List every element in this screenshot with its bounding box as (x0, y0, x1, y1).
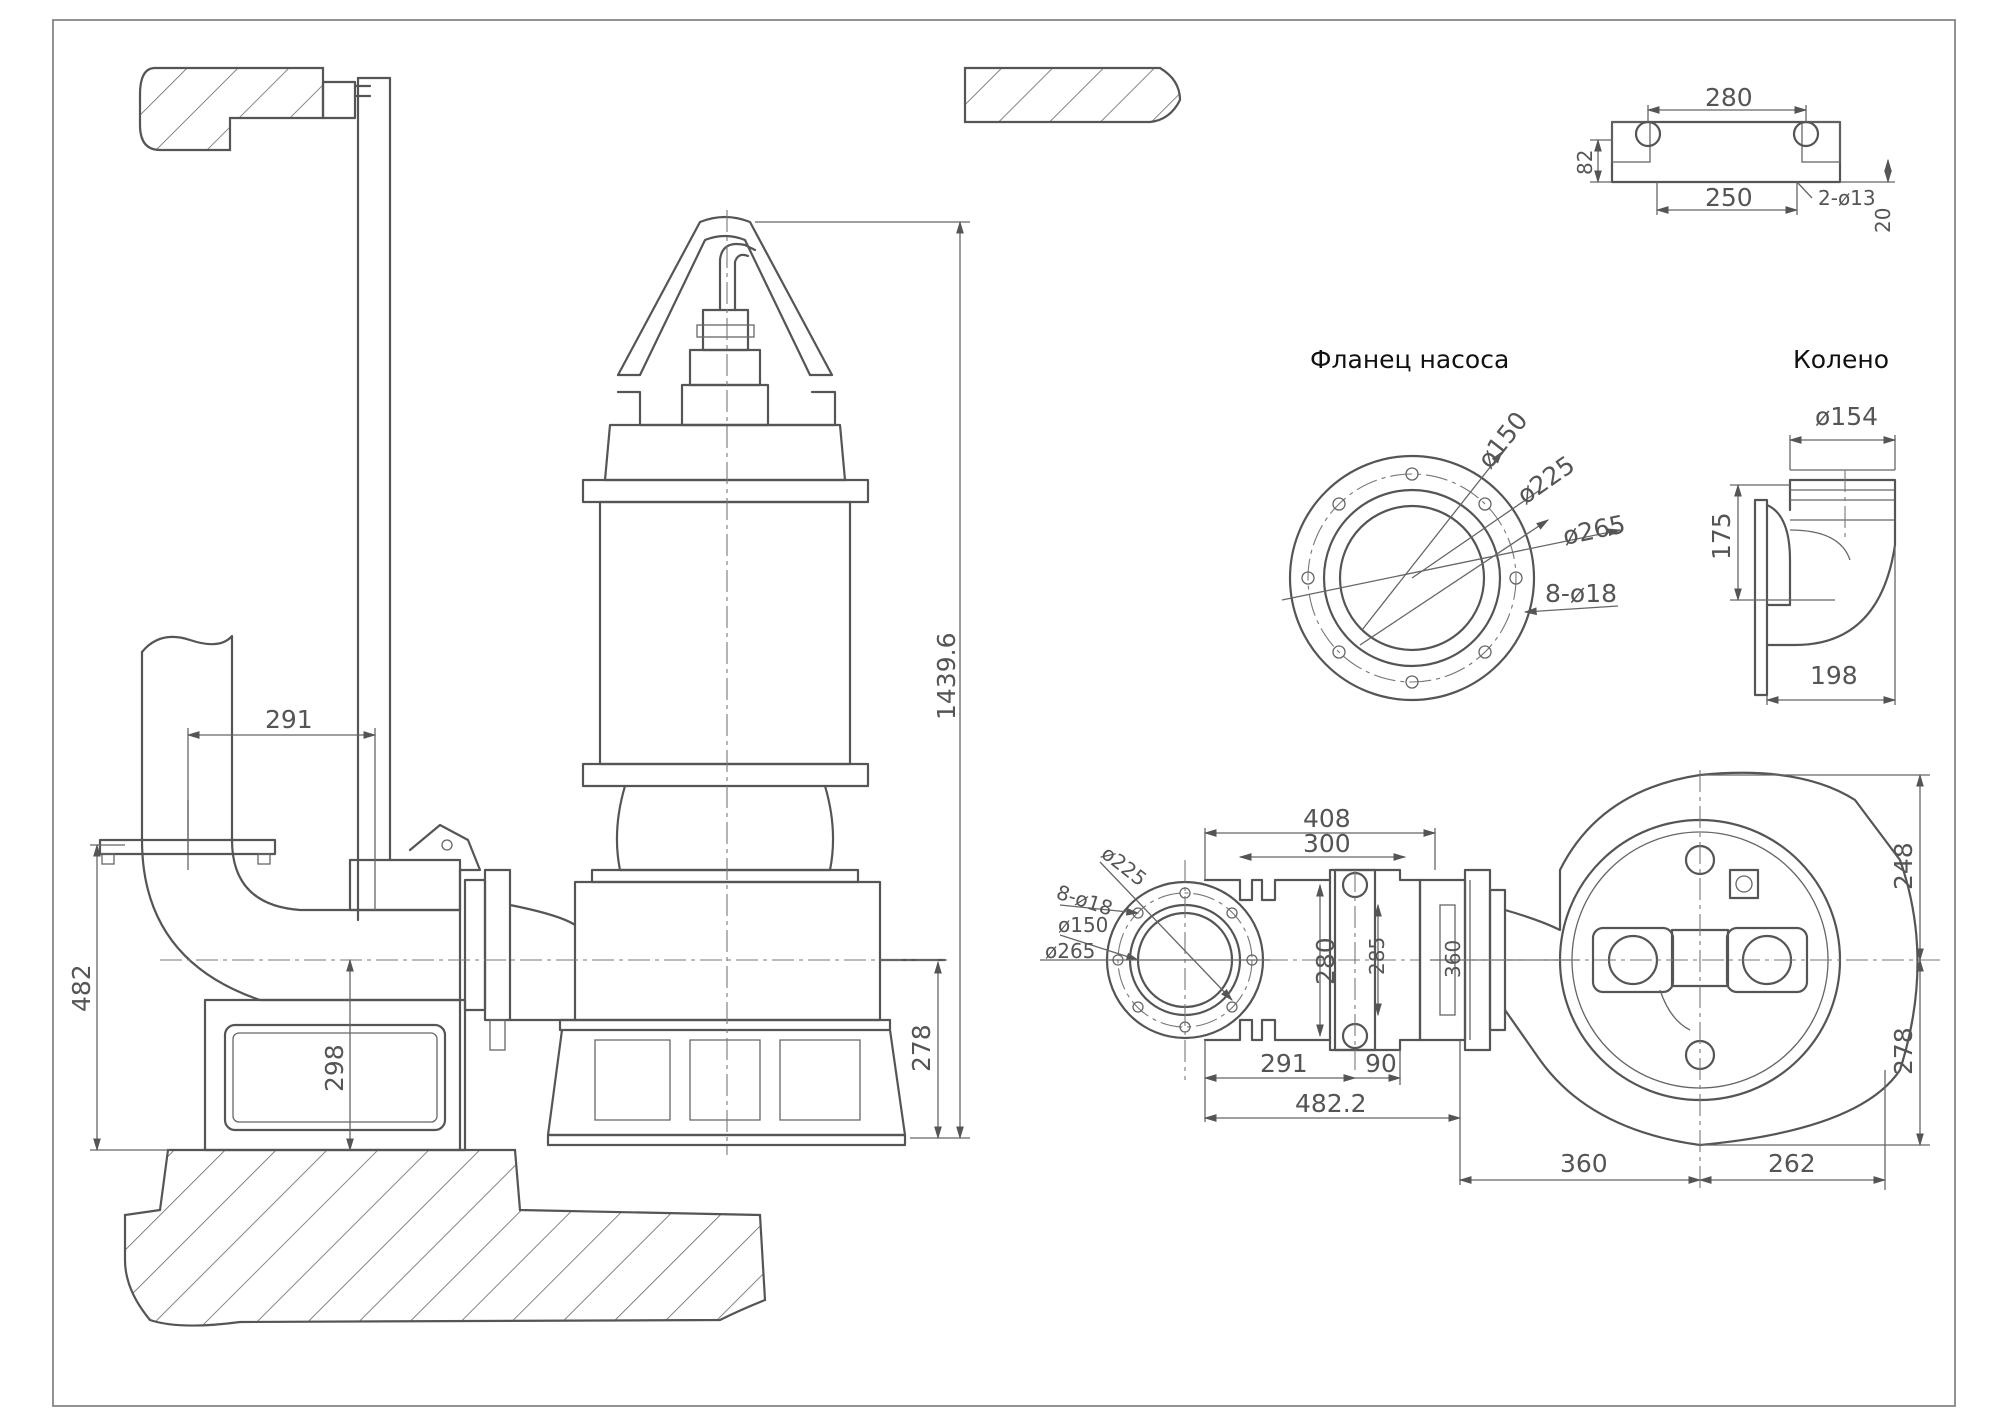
dim-bracket-holes-spacing: 250 (1705, 183, 1753, 212)
dim-plan-90: 90 (1365, 1049, 1397, 1078)
dim-plan-278: 278 (1889, 1027, 1918, 1075)
dim-bracket-height: 82 (1573, 150, 1597, 175)
title-elbow: Колено (1793, 345, 1889, 374)
dim-plan-360-v: 360 (1441, 940, 1465, 978)
dim-plan-d265: ø265 (1045, 939, 1095, 963)
wall-section-top-left (138, 66, 325, 152)
pump-body (160, 210, 950, 1155)
dim-plan-248: 248 (1889, 842, 1918, 890)
side-view (90, 66, 1182, 1327)
dim-plan-d150: ø150 (1058, 913, 1108, 937)
side-dimensions (90, 220, 970, 1152)
dim-plan-360: 360 (1560, 1149, 1608, 1178)
dim-pipe-offset: 291 (265, 705, 313, 734)
dim-elbow-w198: 198 (1810, 661, 1858, 690)
dim-flange-height: 482 (67, 964, 96, 1012)
wall-section-top-right (963, 66, 1182, 124)
pump-flange-view (1281, 450, 1622, 702)
dim-bracket-holes: 2-ø13 (1818, 186, 1876, 210)
title-pump-flange: Фланец насоса (1310, 345, 1509, 374)
floor-section (123, 1148, 767, 1327)
bracket-view (1590, 105, 1895, 215)
dim-elbow-h175: 175 (1707, 512, 1736, 560)
elbow-view (1730, 435, 1897, 705)
dim-plan-262: 262 (1768, 1149, 1816, 1178)
dim-plan-291: 291 (1260, 1049, 1308, 1078)
dim-total-height: 1439.6 (932, 633, 961, 720)
dim-bracket-thickness: 20 (1871, 208, 1895, 233)
dim-plan-300: 300 (1303, 829, 1351, 858)
dim-plan-d225: ø225 (1097, 841, 1152, 891)
dim-plan-280: 280 (1311, 937, 1340, 985)
dim-elbow-d154: ø154 (1815, 402, 1878, 431)
dim-flange-d225: ø225 (1512, 450, 1580, 510)
dim-plan-482-2: 482.2 (1295, 1089, 1367, 1118)
sheet-frame (52, 19, 1956, 1407)
dim-flange-d265: ø265 (1560, 509, 1628, 550)
plan-view (1040, 770, 1945, 1190)
dim-plan-285: 285 (1365, 937, 1389, 975)
dim-plan-408: 408 (1303, 804, 1351, 833)
dim-flange-d150: ø150 (1472, 406, 1534, 474)
dim-outlet-height: 278 (907, 1024, 936, 1072)
riser-pipe (140, 634, 462, 912)
dim-flange-holes: 8-ø18 (1545, 579, 1617, 608)
dim-pipe-axis: 298 (320, 1044, 349, 1092)
dim-bracket-width: 280 (1705, 83, 1753, 112)
